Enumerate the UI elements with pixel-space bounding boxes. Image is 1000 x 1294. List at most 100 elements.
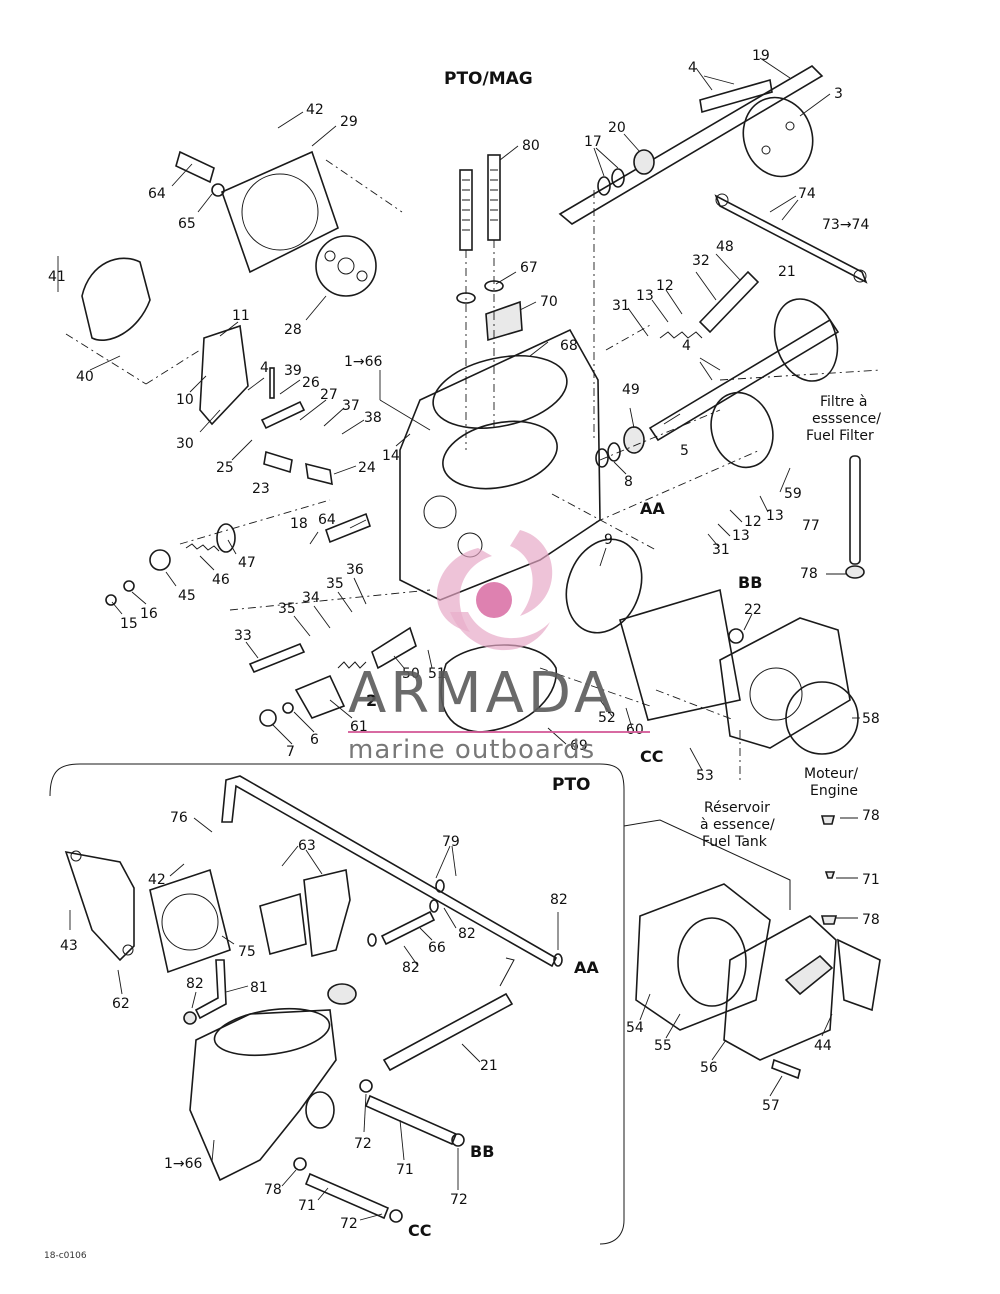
spacer-24 [305, 462, 333, 486]
part-label-44: 44 [814, 1038, 832, 1054]
plate-64b [325, 512, 371, 544]
washer-6 [282, 702, 294, 714]
part-label-10: 10 [176, 392, 194, 408]
part-label-82d: 82 [550, 892, 568, 908]
bracket-30 [199, 324, 249, 426]
part-label-53: 53 [696, 768, 714, 784]
part-label-26: 26 [302, 375, 320, 391]
plate-64a [175, 150, 215, 184]
part-label-81: 81 [250, 980, 268, 996]
leader-lines [57, 57, 860, 1221]
connector-aa-upper: AA [640, 499, 665, 518]
connector-aa-lower: AA [574, 958, 599, 977]
part-label-12b: 12 [744, 514, 762, 530]
part-label-49: 49 [622, 382, 640, 398]
part-label-29: 29 [340, 114, 358, 130]
part-label-9: 9 [604, 532, 613, 548]
connector-cc-upper: CC [640, 747, 663, 766]
lower-pto-parts [64, 775, 881, 1223]
diaphragm-28 [315, 235, 377, 297]
throttle-disc-3 [742, 96, 814, 178]
pin-39 [269, 367, 275, 399]
part-label-42: 42 [306, 102, 324, 118]
part-label-52: 52 [598, 710, 616, 726]
throttle-shaft-21-pto [382, 992, 514, 1072]
part-label-27: 27 [320, 387, 338, 403]
lever-26 [260, 400, 306, 430]
bracket-70 [485, 300, 523, 342]
pump-diaphragm-9 [565, 538, 643, 634]
engine-note-2: Engine [810, 783, 858, 799]
fuel-filter-note-3: Fuel Filter [806, 428, 874, 444]
part-label-5: 5 [680, 443, 689, 459]
pump-cover-56 [723, 915, 837, 1061]
part-label-80: 80 [522, 138, 540, 154]
fitting-78b [820, 915, 838, 925]
figure-code: 18-c0106 [44, 1251, 87, 1261]
part-label-75: 75 [238, 944, 256, 960]
part-label-31b: 31 [712, 542, 730, 558]
bracket-62 [64, 850, 135, 962]
part-label-32: 32 [692, 253, 710, 269]
fuel-filter-note-2: esssence/ [812, 411, 881, 427]
part-label-17: 17 [584, 134, 602, 150]
part-label-74: 74 [798, 186, 816, 202]
fitting-71 [824, 871, 836, 879]
needle-48 [698, 270, 760, 334]
connector-cc-lower: CC [408, 1221, 431, 1240]
spring-2 [337, 661, 367, 669]
carburetor-body [399, 328, 601, 601]
part-label-40: 40 [76, 369, 94, 385]
hose-71a [364, 1094, 458, 1146]
nut-7 [259, 709, 277, 727]
part-label-72b: 72 [450, 1192, 468, 1208]
seal-17a [597, 176, 611, 196]
part-label-76: 76 [170, 810, 188, 826]
part-labels: 19 3 4 17 20 80 42 29 64 65 41 28 67 70 … [48, 48, 880, 1232]
part-label-64b: 64 [318, 512, 336, 528]
pump-cover-53 [719, 617, 851, 749]
part-label-71a: 71 [862, 872, 880, 888]
part-label-56: 56 [700, 1060, 718, 1076]
pump-gasket-60 [619, 588, 741, 721]
tank-note-2: à essence/ [700, 817, 775, 833]
connector-bb-lower: BB [470, 1142, 494, 1161]
part-label-69: 69 [570, 738, 588, 754]
carburetor-body-pto [189, 1009, 337, 1182]
notes: Filtre à esssence/ Fuel Filter Moteur/ E… [700, 394, 881, 850]
part-label-78b: 78 [862, 808, 880, 824]
part-label-36: 36 [346, 562, 364, 578]
part-label-33: 33 [234, 628, 252, 644]
screw-80b [487, 154, 501, 241]
connector-bb-upper: BB [738, 573, 762, 592]
part-label-62: 62 [112, 996, 130, 1012]
part-label-28: 28 [284, 322, 302, 338]
part-label-48: 48 [716, 239, 734, 255]
plate-63 [149, 868, 231, 974]
part-label-38: 38 [364, 410, 382, 426]
part-label-68: 68 [560, 338, 578, 354]
pto-enclosure [49, 763, 625, 1245]
tube-76-line [221, 775, 558, 968]
part-label-6: 6 [310, 732, 319, 748]
screw-22 [728, 628, 744, 644]
part-label-20: 20 [608, 120, 626, 136]
part-label-14: 14 [382, 448, 400, 464]
engine-note-1: Moteur/ [804, 766, 858, 782]
part-label-71b: 71 [396, 1162, 414, 1178]
nut-15 [105, 594, 117, 606]
seal-17b [611, 168, 625, 188]
bracket-44 [837, 938, 881, 1012]
part-label-8: 8 [624, 474, 633, 490]
part-label-59: 59 [784, 486, 802, 502]
gasket-54 [635, 883, 771, 1031]
cover-29 [221, 150, 339, 274]
bushing-47 [216, 523, 236, 553]
part-label-3: 3 [834, 86, 843, 102]
part-label-11: 11 [232, 308, 250, 324]
part-label-60: 60 [626, 722, 644, 738]
part-label-23: 23 [252, 481, 270, 497]
hose-81 [194, 959, 227, 1020]
